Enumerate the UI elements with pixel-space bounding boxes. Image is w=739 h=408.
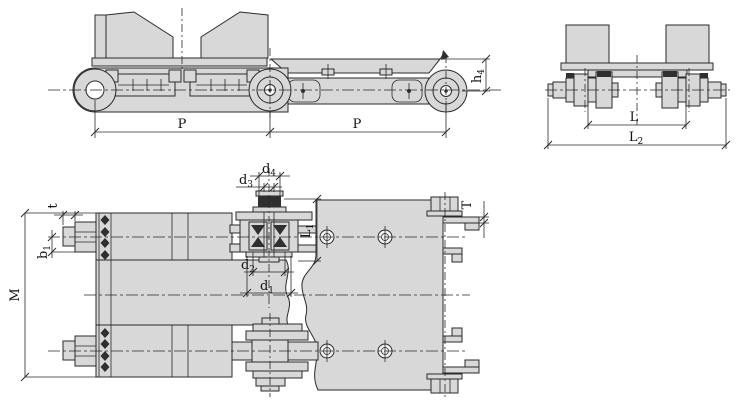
pin-collar [252,206,287,213]
d1-dimension: d1 [240,256,298,298]
bolt-washer-top [426,210,463,217]
L2-dimension: L2 [543,98,731,150]
weld-diamond-marks [100,215,110,372]
bushing-cap [168,69,182,83]
bushing-cap [183,69,197,83]
dim-label-b1: b1 [36,245,53,259]
dim-label-t: t [46,203,61,209]
dim-label-L1: L1 [299,224,316,238]
end-view: L L2 [543,24,731,150]
dim-label-pitch-left: P [178,117,187,132]
dim-label-d2: d2 [241,258,255,275]
pin-cap [255,190,284,197]
t-dimension: t [46,203,83,225]
lug-bolt-bottom [62,340,76,361]
h4-dimension: h4 [441,54,491,96]
weld-arrow-icon [436,50,449,64]
L-dimension: L [583,104,691,130]
T-dimension: T [460,200,489,238]
dim-label-L2: L2 [629,130,643,147]
dim-label-h4: h4 [470,69,487,83]
bolt-washer-bottom [426,373,463,380]
bushing-marks [118,64,387,91]
b1-dimension: b1 [36,230,78,259]
pin-section [235,168,313,308]
dim-label-d1: d1 [260,279,274,296]
pan-attachment [269,58,442,74]
d3-dimension: d3 [236,173,282,192]
bucket-block-left [565,24,610,64]
bushing-right [270,221,290,251]
side-elevation-view: P P h4 [48,8,502,138]
centerlines-plan [48,192,470,400]
dim-label-M: M [8,288,23,301]
left-link-top-plate [91,57,268,67]
bolt-head-bottom [430,378,459,394]
M-dimension: M [8,208,96,382]
d2-dimension: d2 [241,252,294,277]
bucket-block-right [665,24,710,64]
dim-label-L: L [630,110,639,125]
dim-label-pitch-right: P [353,117,362,132]
bucket-wall-left [94,14,107,59]
bushing-left [248,221,268,251]
pitch-dimension: P P [90,100,451,138]
lug-bolt-top [62,226,76,247]
left-lugs [62,221,97,367]
plan-view: M t b1 d4 d3 d2 [8,162,489,400]
left-plate-top-band [95,212,233,261]
centerlines-end [545,55,730,125]
dim-label-T: T [460,200,475,209]
bolt-head-top [430,196,459,212]
bearing-rollers [251,225,287,247]
pin-head-hatched [258,196,281,207]
bucket-left [105,11,174,59]
L1-dimension: L1 [284,194,322,266]
d4-dimension: d4 [250,162,290,196]
dim-label-d3: d3 [239,173,253,190]
bucket-right [200,11,269,59]
wheel-seals [566,71,708,78]
right-edge-fittings [426,196,480,394]
dim-label-d4: d4 [262,162,276,179]
